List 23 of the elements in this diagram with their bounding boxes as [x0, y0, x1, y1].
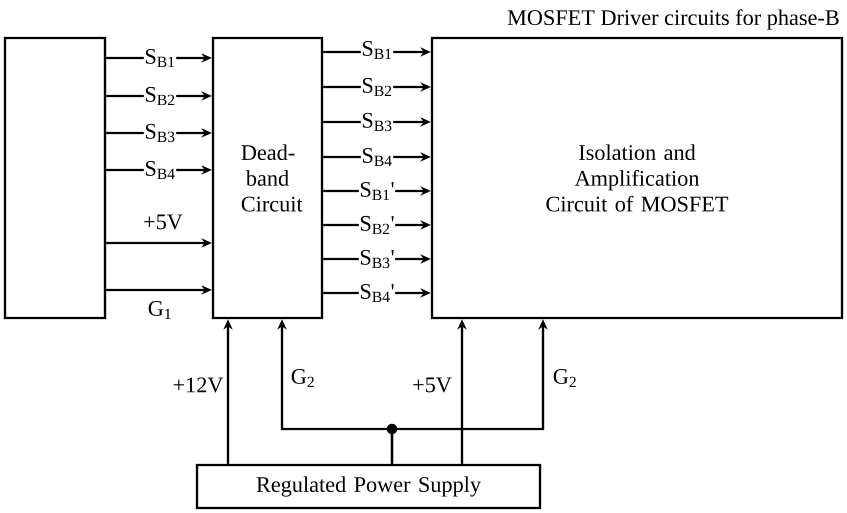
edge-label: S$_{B2}$' [358, 215, 396, 235]
heading: MOSFET Driver circuits for phase-B [508, 9, 839, 30]
edge-label: G$_{2}$ [552, 368, 578, 388]
edge-label: +5V [142, 214, 184, 230]
edge-label: S$_{B1}$ [360, 40, 394, 60]
block-box: Regulated Power Supply [196, 464, 542, 510]
edge-label: +5V [412, 376, 452, 394]
block-box: Isolation and Amplification Circuit of MOSFET [430, 36, 844, 320]
edge-label: S$_{B1}$ [144, 48, 176, 68]
edge-label: S$_{B3}$' [358, 249, 396, 269]
edge-label: S$_{B4}$' [358, 283, 396, 303]
edge-label: +12V [172, 376, 224, 394]
edge-label: G$_{2}$ [290, 368, 316, 388]
edge-label: S$_{B3}$ [360, 112, 394, 132]
block-box [4, 36, 106, 320]
block-box: Dead- band Circuit [212, 36, 324, 320]
edge-label: S$_{B3}$ [144, 123, 176, 143]
edge-label: S$_{B4}$ [144, 160, 176, 180]
edge-label: G$_{1}$ [147, 300, 173, 320]
edge-label: S$_{B4}$ [360, 147, 394, 167]
edge-label: S$_{B2}$ [360, 77, 394, 97]
edge-label: S$_{B2}$ [144, 86, 176, 106]
edge-label: S$_{B1}$' [358, 181, 396, 201]
